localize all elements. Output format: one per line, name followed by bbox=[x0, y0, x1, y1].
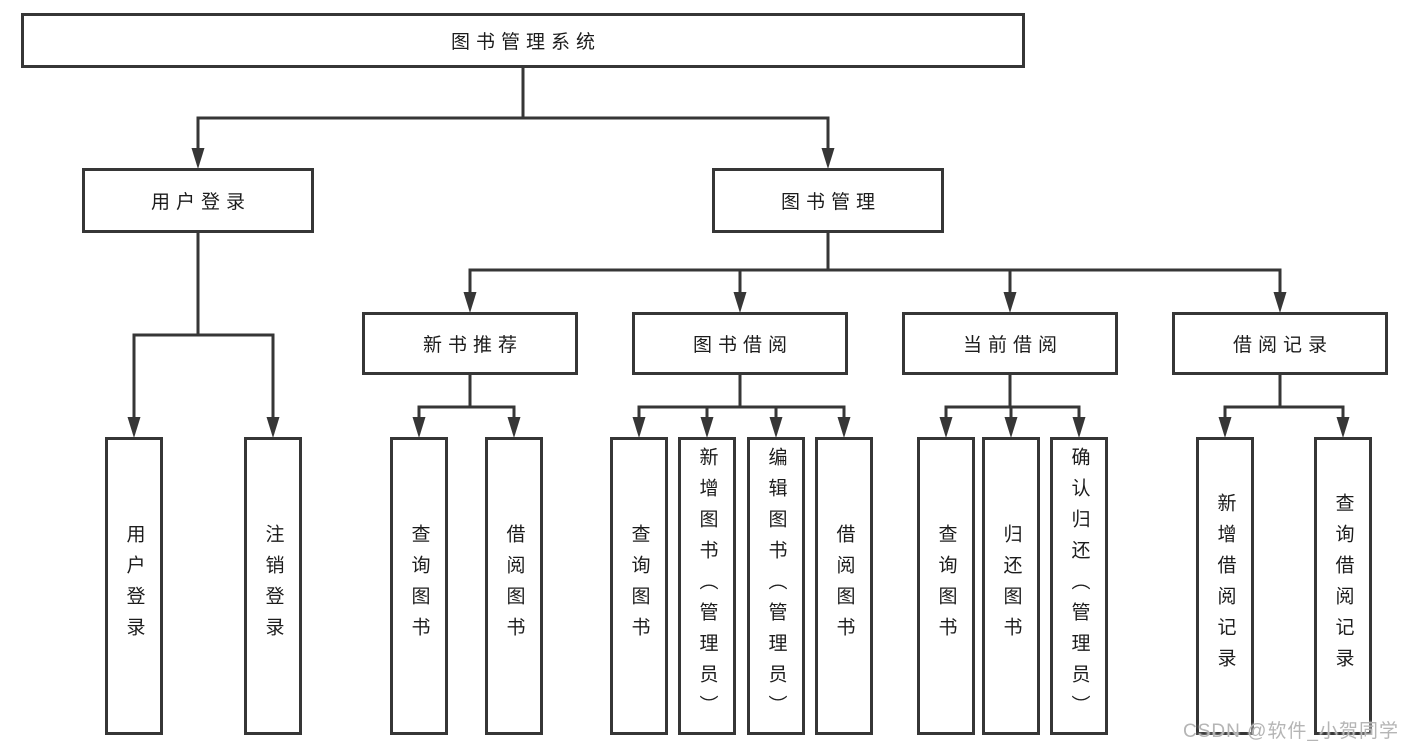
node-leaf-confirm-return: 确认归还（管理员） bbox=[1050, 437, 1108, 735]
node-leaf-query-book-3: 查询图书 bbox=[917, 437, 975, 735]
node-label: 借阅图书 bbox=[503, 524, 525, 648]
node-leaf-add-borrow-record: 新增借阅记录 bbox=[1196, 437, 1254, 735]
node-user-login: 用户登录 bbox=[82, 168, 314, 233]
node-leaf-borrow-book-2: 借阅图书 bbox=[815, 437, 873, 735]
node-leaf-query-book-1: 查询图书 bbox=[390, 437, 448, 735]
node-label: 借阅记录 bbox=[1232, 335, 1333, 356]
node-label: 编辑图书（管理员） bbox=[765, 446, 787, 726]
node-leaf-query-borrow-record: 查询借阅记录 bbox=[1314, 437, 1372, 735]
node-label: 查询图书 bbox=[408, 524, 430, 648]
node-label: 查询借阅记录 bbox=[1332, 493, 1354, 679]
node-label: 用户登录 bbox=[150, 192, 251, 213]
node-leaf-query-book-2: 查询图书 bbox=[610, 437, 668, 735]
node-current-borrow: 当前借阅 bbox=[902, 312, 1118, 375]
node-label: 借阅图书 bbox=[833, 524, 855, 648]
node-label: 新书推荐 bbox=[422, 335, 523, 356]
node-leaf-logout: 注销登录 bbox=[244, 437, 302, 735]
node-borrow-record: 借阅记录 bbox=[1172, 312, 1388, 375]
node-leaf-borrow-book-1: 借阅图书 bbox=[485, 437, 543, 735]
node-label: 注销登录 bbox=[262, 524, 284, 648]
node-label: 当前借阅 bbox=[962, 335, 1063, 356]
node-leaf-add-book: 新增图书（管理员） bbox=[678, 437, 736, 735]
node-label: 新增借阅记录 bbox=[1214, 493, 1236, 679]
node-root: 图书管理系统 bbox=[21, 13, 1025, 68]
node-book-mgmt: 图书管理 bbox=[712, 168, 944, 233]
node-leaf-edit-book: 编辑图书（管理员） bbox=[747, 437, 805, 735]
node-new-book-recommend: 新书推荐 bbox=[362, 312, 578, 375]
watermark: CSDN @软件_小贺同学 bbox=[1183, 721, 1399, 742]
node-label: 归还图书 bbox=[1000, 524, 1022, 648]
node-label: 查询图书 bbox=[628, 524, 650, 648]
node-label: 图书管理 bbox=[780, 192, 881, 213]
node-label: 图书管理系统 bbox=[450, 32, 601, 53]
node-label: 查询图书 bbox=[935, 524, 957, 648]
node-leaf-return-book: 归还图书 bbox=[982, 437, 1040, 735]
node-book-borrow: 图书借阅 bbox=[632, 312, 848, 375]
node-leaf-user-login: 用户登录 bbox=[105, 437, 163, 735]
node-label: 新增图书（管理员） bbox=[696, 446, 718, 726]
node-label: 确认归还（管理员） bbox=[1068, 446, 1090, 726]
node-label: 用户登录 bbox=[123, 524, 145, 648]
node-label: 图书借阅 bbox=[692, 335, 793, 356]
